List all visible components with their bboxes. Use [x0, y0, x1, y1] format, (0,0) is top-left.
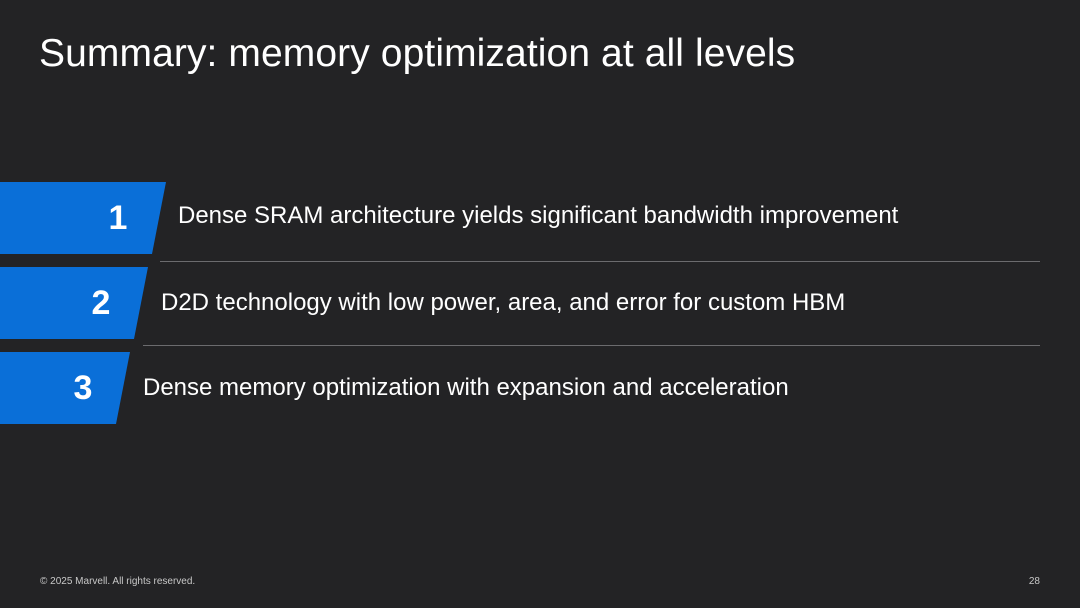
slide-title: Summary: memory optimization at all leve… — [39, 32, 796, 75]
point-tab-3-shape — [0, 352, 130, 424]
point-number-1: 1 — [108, 199, 128, 237]
point-tab-3: 3 — [0, 352, 132, 424]
point-tab-2: 2 — [0, 267, 150, 339]
point-text-1: Dense SRAM architecture yields significa… — [178, 202, 899, 229]
point-number-3: 3 — [73, 369, 93, 407]
page-number: 28 — [1028, 576, 1040, 587]
point-text-2: D2D technology with low power, area, and… — [161, 289, 846, 316]
point-divider-1 — [160, 261, 1040, 262]
point-text-3: Dense memory optimization with expansion… — [143, 374, 789, 401]
copyright-footer: © 2025 Marvell. All rights reserved. — [40, 576, 196, 587]
point-divider-2 — [143, 345, 1040, 346]
point-tab-1: 1 — [0, 182, 168, 254]
point-tab-2-shape — [0, 267, 148, 339]
point-number-2: 2 — [91, 284, 111, 322]
point-tab-1-shape — [0, 182, 166, 254]
